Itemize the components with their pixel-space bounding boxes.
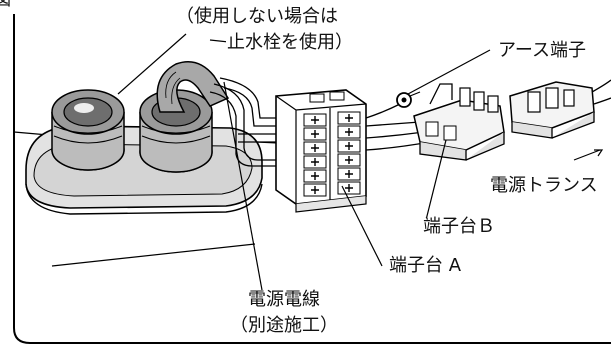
earth-terminal-label: アース端子 [497,40,588,61]
terminal-a-screws [303,111,361,197]
terminal-a-screw [345,128,353,136]
terminal-a-screw [345,184,353,192]
cable-grommet-right [139,89,213,173]
earth-terminal [396,91,421,108]
terminal-block-b [413,83,505,161]
terminal-a-screw [345,142,353,150]
terminal-a-screw [345,114,353,122]
terminal-a-screw [311,186,319,194]
terminal-block-a [275,89,367,213]
terminal-a-screw [345,170,353,178]
power-cable-conduit [156,61,230,113]
transformer-connector [509,79,611,139]
power-transformer-label: 電源トランス [489,175,599,196]
stopcock-note-line-1: （使用しない場合は [175,6,339,27]
power-cable-label-line-1: 電源電線 [247,289,321,310]
terminal-block-b-label: 端子台Ｂ [422,216,496,237]
water-fitting-left [51,89,125,171]
leader-lines [117,33,604,291]
figure-corner-mark: 図 [0,0,13,8]
power-cable-label-line-2: （別途施工） [229,315,339,336]
terminal-a-screw [311,158,319,166]
terminal-a-screw [311,130,319,138]
terminal-a-screw [345,156,353,164]
stopcock-note-line-2: 止水栓を使用） [226,32,354,53]
terminal-a-screw [311,144,319,152]
terminal-a-screw [311,116,319,124]
terminal-block-a-label: 端子台 A [388,255,463,276]
terminal-a-screw [311,172,319,180]
